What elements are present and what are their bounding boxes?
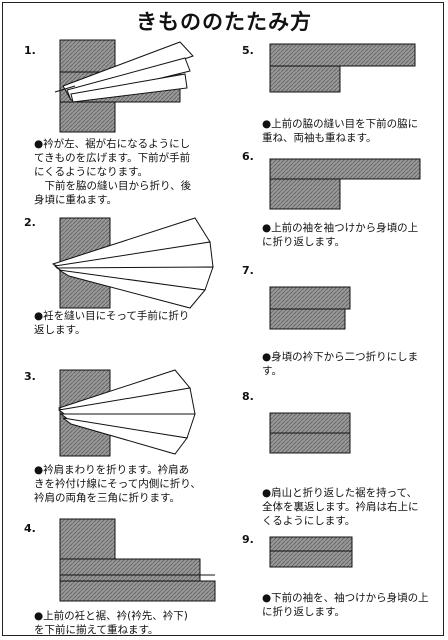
step-9-text: ●下前の袖を、袖つけから身頃の上 に折り返します。 (262, 592, 429, 618)
page-border (2, 2, 444, 636)
step-3-illustration (45, 366, 225, 461)
step-8-number: 8. (242, 390, 254, 403)
step-1-text: ●衿が左、裾が右になるようにし てきものを広げます。下前が手前 にくるようになり… (34, 138, 192, 206)
step-4-text: ●上前の衽と裾、衿(衿先、衿下) を下前に揃えて重ねます。 (34, 610, 188, 636)
step-7-number: 7. (242, 264, 254, 277)
step-2-illustration (45, 212, 225, 312)
step-4-illustration (45, 515, 225, 605)
step-6-illustration (265, 155, 425, 215)
step-8-text: ●肩山と折り返した裾を持って、 全体を裏返します。衿肩は右上に くるようにします… (262, 487, 419, 527)
step-8-illustration (265, 409, 365, 459)
step-6-text: ●上前の袖を袖つけから身頃の上 に折り返します。 (262, 222, 419, 248)
step-9-illustration (265, 533, 365, 573)
step-7-text: ●身頃の衿下から二つ折りにしま す。 (262, 351, 419, 377)
step-1-number: 1. (24, 44, 36, 57)
step-2-number: 2. (24, 216, 36, 229)
step-5-text: ●上前の脇の縫い目を下前の脇に 重ね、両袖も重ねます。 (262, 118, 419, 144)
step-9-number: 9. (242, 533, 254, 546)
step-1-illustration (45, 36, 225, 136)
step-4-number: 4. (24, 522, 36, 535)
step-5-illustration (265, 40, 425, 100)
step-5-number: 5. (242, 44, 254, 57)
step-3-text: ●衿肩まわりを折ります。衿肩あ きを衿付け線にそって内側に折り、 衿肩の両角を三… (34, 464, 201, 504)
step-6-number: 6. (242, 150, 254, 163)
step-2-text: ●衽を縫い目にそって手前に折り 返します。 (34, 310, 190, 336)
step-3-number: 3. (24, 370, 36, 383)
step-7-illustration (265, 283, 365, 333)
page-title: きもののたたみ方 (136, 10, 312, 34)
